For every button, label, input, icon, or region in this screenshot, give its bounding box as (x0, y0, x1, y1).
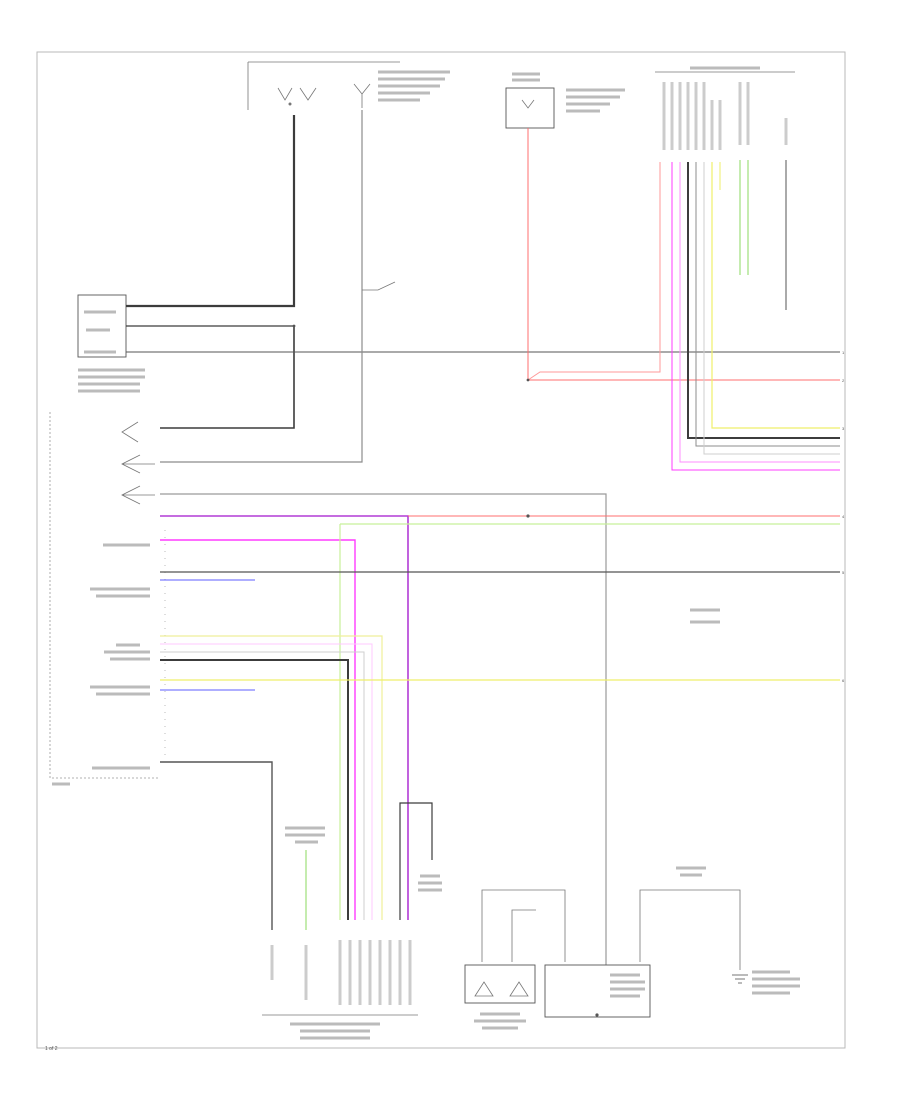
connector-pins-right: 1 2 3 4 5 6 (842, 350, 845, 683)
wire-violet-main (160, 515, 409, 920)
antenna-symbol-left (277, 87, 317, 106)
bottom-module-infotainment (262, 1014, 418, 1040)
wire-ground (399, 802, 433, 920)
battery-label (676, 866, 706, 877)
top-left-bracket (247, 61, 400, 110)
bottom-sensor-symbols (474, 981, 529, 997)
legend-notes (690, 608, 720, 624)
wire-gray-long (160, 493, 607, 968)
ground-label (418, 874, 442, 892)
bottom-right-label (752, 970, 800, 995)
fuse-box (505, 87, 555, 129)
wire-white-main (160, 651, 365, 920)
wire-magenta-2 (679, 162, 840, 463)
wire-magenta-main (160, 539, 356, 920)
wire-magenta-1 (671, 162, 840, 471)
wire-red-fuse (527, 128, 840, 381)
left-upper-module (77, 294, 127, 358)
svg-text:2: 2 (842, 378, 845, 383)
switch-symbol (362, 281, 396, 291)
antenna-symbol-right (353, 83, 371, 108)
ground-symbol-bottom-right (732, 974, 748, 984)
page-corner-code: 1 of 2 (45, 1046, 58, 1052)
main-module-outline (49, 412, 160, 779)
wire-camera (160, 761, 273, 930)
fuse-symbol (521, 99, 535, 109)
wire-black-antenna (126, 115, 296, 308)
camera-label (285, 826, 325, 844)
diagram-frame (36, 51, 846, 1049)
bottom-sensor-wires (481, 889, 566, 962)
svg-text:5: 5 (842, 570, 845, 575)
battery-feed-wire (639, 889, 741, 970)
svg-text:6: 6 (842, 678, 845, 683)
wire-black-bundle (687, 162, 840, 439)
wire-yellow-main (160, 635, 383, 920)
wire-black-3 (160, 326, 295, 429)
top-right-vertical-labels (662, 82, 788, 150)
bottom-control-module (544, 964, 651, 1018)
wire-white-bundle (703, 162, 840, 455)
wire-black-main (160, 659, 349, 920)
wire-gray-antenna (160, 110, 363, 463)
signal-arrow-1 (121, 421, 139, 443)
wire-pink-fuse (527, 162, 661, 381)
wire-pink-main (160, 643, 373, 920)
bottom-connector-columns (270, 940, 412, 1005)
left-upper-module-text (78, 310, 145, 393)
signal-arrow-3 (121, 485, 155, 505)
svg-text:4: 4 (842, 514, 845, 519)
junction-dots (292, 324, 599, 1017)
svg-text:3: 3 (842, 426, 845, 431)
relay-center-note (378, 70, 450, 102)
svg-text:1: 1 (842, 350, 845, 355)
control-module-label (610, 973, 645, 998)
main-module-labels (90, 543, 150, 770)
bottom-sensor-module (464, 964, 536, 1004)
bottom-sensor-label (474, 1012, 526, 1030)
wire-gray-bundle (695, 162, 840, 447)
fuse-box-label (512, 72, 625, 113)
signal-arrow-2 (121, 454, 155, 474)
wire-yellow-bundle (711, 162, 840, 429)
